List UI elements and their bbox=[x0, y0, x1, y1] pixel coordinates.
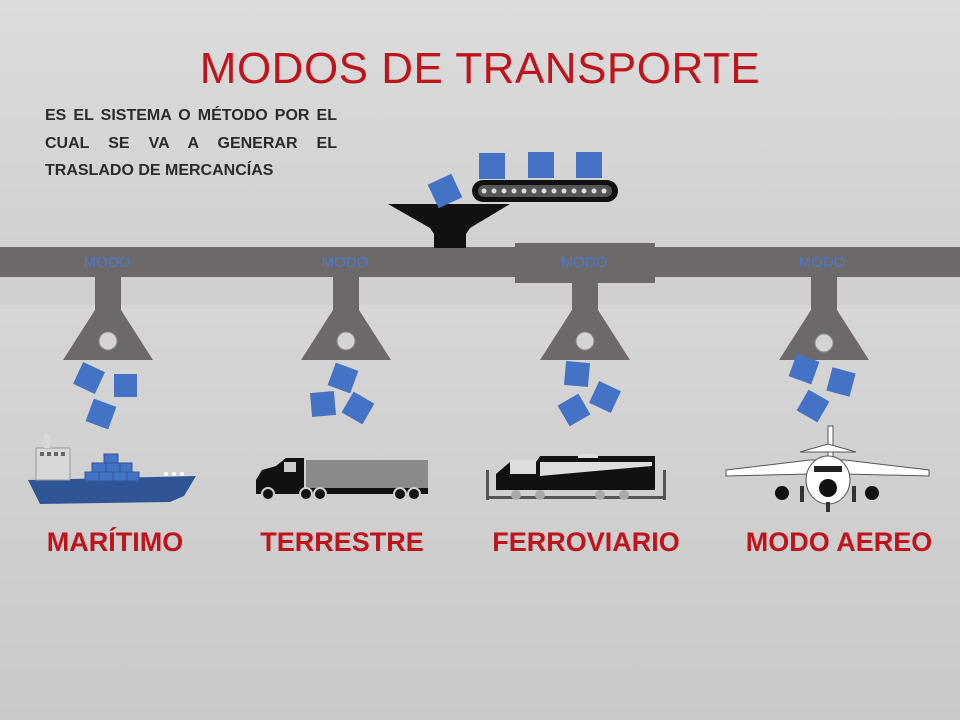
main-pipe bbox=[0, 247, 960, 277]
modo-tag-2: MODO bbox=[321, 254, 369, 271]
ship-icon bbox=[28, 434, 196, 504]
pipe-junction bbox=[515, 243, 655, 283]
description-text: ES EL SISTEMA O MÉTODO POR EL CUAL SE VA… bbox=[45, 107, 337, 179]
mode-label-maritimo: MARÍTIMO bbox=[46, 527, 184, 557]
modo-tag-1: MODO bbox=[83, 254, 131, 271]
page-title: MODOS DE TRANSPORTE bbox=[199, 44, 761, 93]
dispenser-3 bbox=[540, 283, 630, 360]
falling-boxes bbox=[73, 353, 856, 430]
mode-label-terrestre: TERRESTRE bbox=[260, 527, 424, 557]
dispenser-4 bbox=[779, 277, 869, 360]
funnel-icon bbox=[388, 204, 510, 248]
modo-tag-4: MODO bbox=[798, 254, 846, 271]
dispenser-2 bbox=[301, 277, 391, 360]
airplane-icon bbox=[725, 425, 930, 512]
mode-label-aereo: MODO AEREO bbox=[745, 527, 933, 557]
conveyor-belt-icon bbox=[427, 152, 618, 209]
train-icon bbox=[486, 454, 666, 500]
truck-icon bbox=[256, 458, 428, 501]
dispenser-1 bbox=[63, 277, 153, 360]
modo-tag-3: MODO bbox=[560, 254, 608, 271]
mode-label-ferroviario: FERROVIARIO bbox=[492, 527, 680, 557]
